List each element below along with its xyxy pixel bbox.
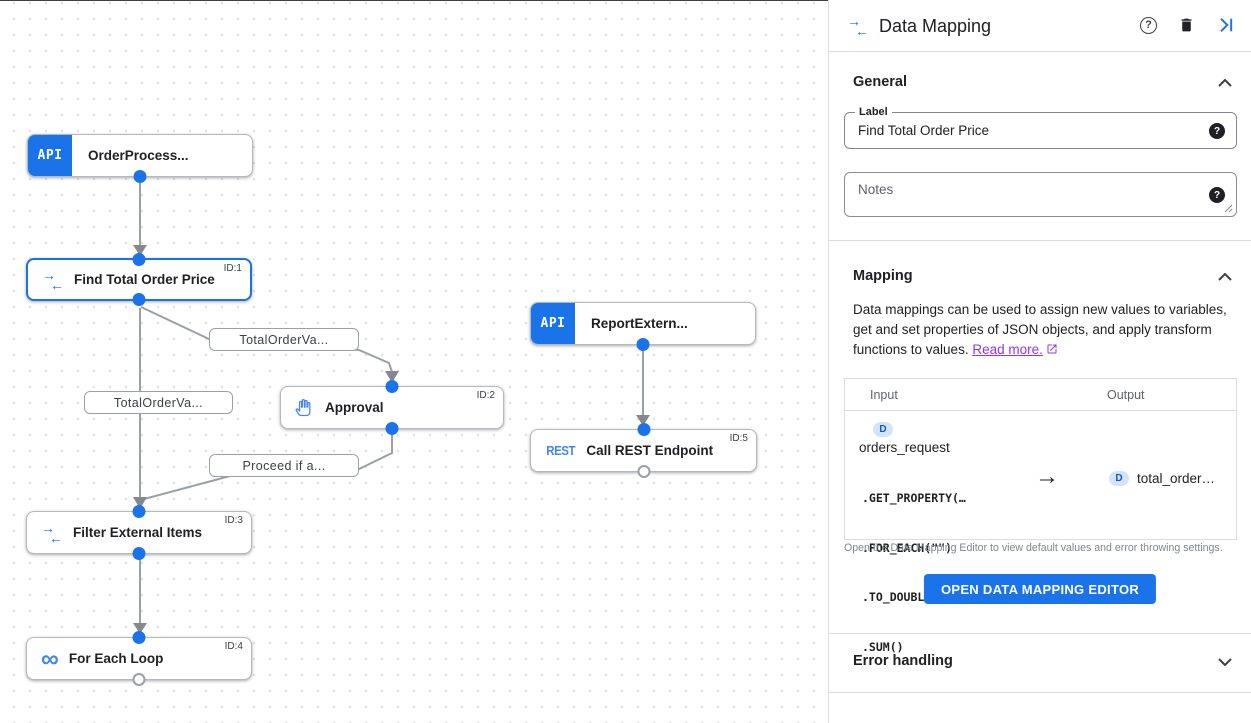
label-field[interactable]: Label Find Total Order Price ?: [844, 106, 1237, 149]
rest-icon: REST: [546, 443, 576, 458]
output-port[interactable]: [636, 338, 650, 351]
chevron-down-icon[interactable]: [1218, 658, 1232, 666]
mapping-description: Data mappings can be used to assign new …: [853, 302, 1227, 357]
open-data-mapping-editor-button[interactable]: OPEN DATA MAPPING EDITOR: [923, 574, 1157, 604]
notes-placeholder: Notes: [858, 182, 894, 197]
help-icon[interactable]: ?: [1209, 123, 1225, 139]
node-label: Filter External Items: [73, 525, 203, 540]
node-label: For Each Loop: [68, 651, 164, 666]
resize-handle-icon[interactable]: [1224, 204, 1233, 213]
section-general[interactable]: General: [853, 74, 907, 90]
node-filter-external-items[interactable]: →← Filter External Items ID:3: [26, 505, 252, 560]
node-order-process-api[interactable]: API OrderProcess...: [27, 134, 253, 183]
node-approval[interactable]: Approval ID:2: [280, 380, 504, 435]
data-mapping-icon: →←: [41, 519, 63, 546]
edge-condition-label[interactable]: TotalOrderVa...: [84, 391, 233, 414]
output-port[interactable]: [132, 547, 146, 560]
node-label: OrderProcess...: [88, 148, 189, 163]
delete-icon[interactable]: [1178, 16, 1195, 34]
data-type-badge: D: [1109, 471, 1129, 486]
node-id-badge: ID:2: [476, 390, 495, 401]
workflow-canvas[interactable]: API OrderProcess... →← Find Total Order …: [0, 0, 828, 723]
chevron-up-icon[interactable]: [1218, 79, 1232, 87]
maps-to-arrow-icon: →: [1035, 463, 1059, 490]
notes-field[interactable]: Notes ?: [844, 172, 1237, 217]
edge-condition-label[interactable]: TotalOrderVa...: [209, 328, 359, 351]
output-port-empty[interactable]: [132, 673, 146, 686]
section-error-handling[interactable]: Error handling: [853, 653, 953, 669]
input-port[interactable]: [132, 505, 146, 518]
mapping-preview-table[interactable]: Input Output D orders_request .GET_PROPE…: [844, 378, 1237, 654]
input-variable: orders_request: [859, 440, 950, 455]
node-label: ReportExtern...: [591, 316, 688, 331]
output-port[interactable]: [385, 422, 399, 435]
mapping-footnote: Open the Data Mapping Editor to view def…: [844, 542, 1223, 554]
node-call-rest-endpoint[interactable]: REST Call REST Endpoint ID:5: [530, 423, 757, 478]
config-panel: →← Data Mapping ? General Label Find Tot…: [828, 0, 1251, 723]
divider: [829, 633, 1251, 634]
node-id-badge: ID:4: [224, 641, 243, 652]
input-port[interactable]: [637, 423, 650, 436]
help-icon[interactable]: ?: [1140, 16, 1157, 34]
output-port[interactable]: [132, 293, 146, 306]
output-variable: total_order…: [1137, 471, 1216, 486]
node-find-total-order-price[interactable]: →← Find Total Order Price ID:1: [26, 253, 252, 306]
panel-header: →← Data Mapping ?: [829, 0, 1251, 52]
input-port[interactable]: [132, 253, 146, 266]
data-type-badge: D: [873, 422, 893, 437]
help-icon[interactable]: ?: [1209, 187, 1225, 203]
external-link-icon: [1047, 344, 1057, 354]
collapse-panel-icon[interactable]: [1216, 16, 1235, 34]
node-id-badge: ID:3: [224, 515, 243, 526]
read-more-link[interactable]: Read more.: [972, 342, 1043, 357]
table-header-row: Input Output: [845, 379, 1236, 411]
data-mapping-icon: →←: [42, 266, 64, 293]
chevron-up-icon[interactable]: [1218, 273, 1232, 281]
output-column-header: Output: [1107, 388, 1145, 402]
loop-infinity-icon: ∞: [41, 644, 59, 673]
node-label: Find Total Order Price: [74, 272, 215, 287]
node-for-each-loop[interactable]: ∞ For Each Loop ID:4: [26, 631, 252, 686]
label-field-value[interactable]: Find Total Order Price: [858, 123, 990, 138]
panel-title: Data Mapping: [879, 16, 992, 36]
node-label: Call REST Endpoint: [586, 443, 714, 458]
hand-approval-icon: [295, 398, 311, 416]
api-icon: API: [28, 135, 72, 176]
data-mapping-icon: →←: [847, 13, 869, 39]
edge-connectors: [133, 177, 650, 634]
api-icon: API: [531, 303, 575, 344]
input-column-header: Input: [870, 388, 898, 402]
divider: [829, 692, 1251, 693]
divider: [829, 240, 1251, 241]
output-port-empty[interactable]: [637, 465, 650, 478]
section-mapping[interactable]: Mapping: [853, 268, 913, 284]
label-field-caption: Label: [855, 106, 892, 118]
node-report-external-api[interactable]: API ReportExtern...: [530, 302, 756, 351]
output-port[interactable]: [133, 170, 147, 183]
node-id-badge: ID:1: [223, 263, 242, 274]
input-port[interactable]: [132, 631, 146, 644]
input-port[interactable]: [385, 380, 399, 393]
edge-condition-label[interactable]: Proceed if a...: [209, 454, 359, 477]
node-label: Approval: [325, 400, 384, 415]
node-id-badge: ID:5: [729, 433, 748, 444]
